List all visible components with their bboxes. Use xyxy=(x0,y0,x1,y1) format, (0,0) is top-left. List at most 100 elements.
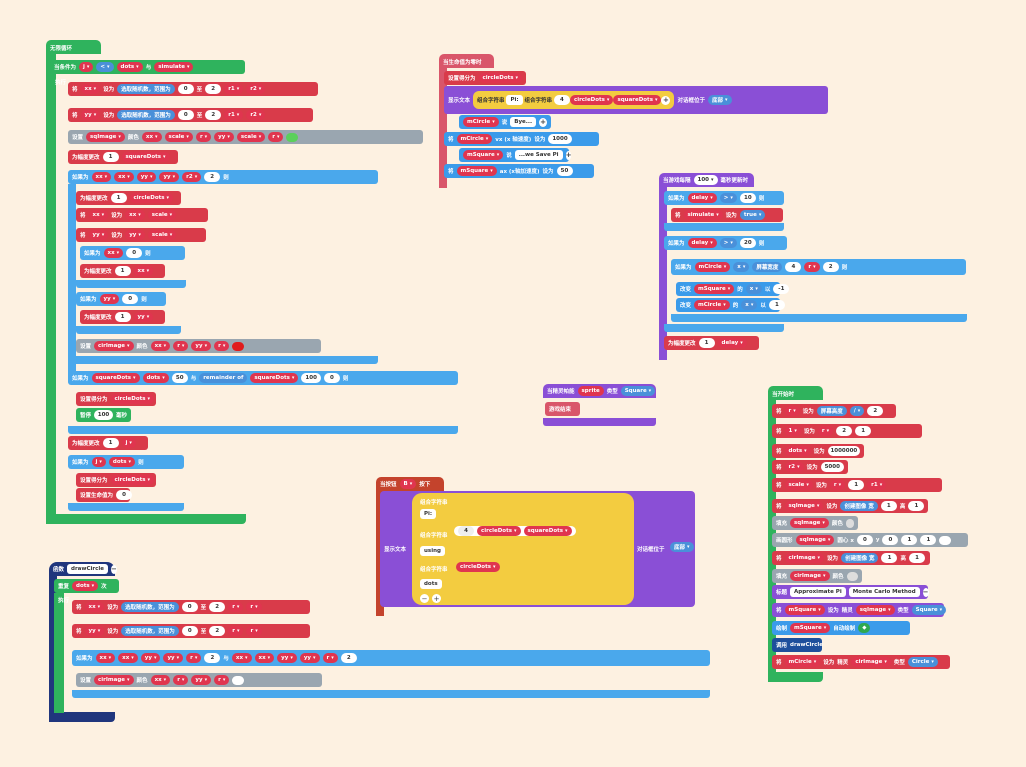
var-xx[interactable]: xx xyxy=(114,172,134,182)
var-msquare[interactable]: mSquare xyxy=(694,284,735,294)
join-block-e[interactable]: 组合字符串 Pi: 组合字符串 4 circleDots squareDots … xyxy=(412,493,634,605)
num-20[interactable]: 20 xyxy=(739,238,756,248)
var-r[interactable]: r xyxy=(829,480,846,490)
var-mcircle[interactable]: mCircle xyxy=(784,657,821,667)
show-text-b[interactable]: 显示文本 组合字符串 Pi: 组合字符串 4 circleDots square… xyxy=(444,86,828,114)
num-1000000[interactable]: 1000000 xyxy=(827,446,860,456)
var-delay[interactable]: delay xyxy=(717,338,747,348)
var-sqimage[interactable]: sqImage xyxy=(790,518,829,528)
var-j[interactable]: j xyxy=(91,457,106,467)
color-swatch-white[interactable] xyxy=(232,675,245,685)
num-0[interactable]: 0 xyxy=(122,294,139,304)
var-xx[interactable]: xx xyxy=(125,210,145,220)
var-squaredots[interactable]: squareDots xyxy=(250,373,299,383)
num-100[interactable]: 100 xyxy=(693,175,718,185)
say-bye[interactable]: mCircle 说 Bye... + xyxy=(459,115,551,129)
num-100[interactable]: 100 xyxy=(94,410,113,420)
while-block[interactable]: 当条件为 j < dots 与 simulate xyxy=(50,60,245,74)
var-scale[interactable]: scale xyxy=(164,132,193,142)
function-name[interactable]: drawCircle xyxy=(67,564,108,574)
var-scale[interactable]: scale xyxy=(784,480,813,490)
var-r[interactable]: r xyxy=(804,262,820,272)
var-msquare[interactable]: mSquare xyxy=(463,150,504,160)
var-1[interactable]: 1 xyxy=(784,426,801,436)
var-r[interactable]: r xyxy=(195,132,212,142)
if-remainder[interactable]: 如果为 squareDots dots 50 与 remainder of sq… xyxy=(68,371,458,385)
set-xx-scale[interactable]: 将 xx 设为 xx scale xyxy=(76,208,208,222)
var-scale[interactable]: scale xyxy=(236,132,266,142)
plus-icon[interactable]: + xyxy=(565,150,572,160)
num-0[interactable]: 0 xyxy=(177,110,194,120)
var-circledots[interactable]: circleDots xyxy=(129,193,174,203)
forever-hat[interactable]: 无限循环 xyxy=(46,40,101,54)
calc-block[interactable]: 4 circleDots squareDots xyxy=(454,526,576,536)
show-title[interactable]: 标题 Approximate Pi Monte Carlo Method − xyxy=(772,585,929,599)
var-cirimage[interactable]: cirImage xyxy=(851,657,891,667)
if-yy-lt-0[interactable]: 如果为 yy 0 则 xyxy=(76,292,166,306)
num-1[interactable]: 1 xyxy=(908,501,925,511)
var-squaredots[interactable]: squareDots xyxy=(121,152,170,162)
var-r[interactable]: r xyxy=(173,675,189,685)
overlap-hat[interactable]: 当精灵帕能 sprite 类型 Square xyxy=(543,384,656,398)
var-yy[interactable]: yy xyxy=(277,653,297,663)
set-msquare[interactable]: 将 mSquare 设为 精灵 sqImage 类型 Square xyxy=(772,603,947,617)
num-50[interactable]: 50 xyxy=(171,373,188,383)
num-0[interactable]: 0 xyxy=(116,490,133,500)
var-mcircle[interactable]: mCircle xyxy=(463,117,499,127)
minus-icon[interactable]: − xyxy=(110,564,117,574)
var-r[interactable]: r xyxy=(214,675,230,685)
random-block[interactable]: 选取随机数，范围为 xyxy=(117,110,175,120)
var-r2[interactable]: r2 xyxy=(784,462,804,472)
set-xx-f[interactable]: 将 xx 设为 选取随机数，范围为 0 至 2 r r xyxy=(72,600,310,614)
num-0[interactable]: 0 xyxy=(177,84,194,94)
var-circledots[interactable]: circleDots xyxy=(456,562,500,572)
kind-square[interactable]: Square xyxy=(620,386,656,396)
var-circledots[interactable]: circleDots xyxy=(110,475,155,485)
call-drawcircle[interactable]: 调用 drawCircle xyxy=(772,638,823,652)
str-save[interactable]: ...we Save Pi xyxy=(514,150,563,160)
num-5000[interactable]: 5000 xyxy=(820,462,844,472)
var-delay[interactable]: delay xyxy=(687,193,717,203)
set-score-b[interactable]: 设置得分为 circleDots xyxy=(444,71,526,85)
var-sqimage[interactable]: sqImage xyxy=(86,132,125,142)
if-xx-lt-0[interactable]: 如果为 xx 0 则 xyxy=(80,246,185,260)
num-1[interactable]: 1 xyxy=(881,553,898,563)
color-swatch-gray[interactable] xyxy=(845,518,854,528)
change-mcircle-x[interactable]: 改变 mCircle 的 x 以 1 xyxy=(676,298,785,312)
num-2[interactable]: 2 xyxy=(340,653,357,663)
num-100[interactable]: 100 xyxy=(301,373,321,383)
var-r[interactable]: r xyxy=(186,653,202,663)
set-score[interactable]: 设置得分为 circleDots xyxy=(76,392,156,406)
var-r2[interactable]: r2 xyxy=(182,172,202,182)
var-mcircle[interactable]: mCircle xyxy=(456,134,493,144)
update-hat[interactable]: 当游戏每隔 100 毫秒更新时 xyxy=(659,173,754,187)
function-hat[interactable]: 函数 drawCircle − xyxy=(49,562,117,576)
set-yy-block[interactable]: 将 yy 设为 选取随机数，范围为 0 至 2 r1 r2 xyxy=(68,108,313,122)
if-inside-circle[interactable]: 如果为 xx xx yy yy r2 2 则 xyxy=(68,170,378,184)
num-neg1[interactable]: -1 xyxy=(773,284,790,294)
var-r[interactable]: r xyxy=(214,341,230,351)
var-sqimage[interactable]: sqImage xyxy=(795,535,835,545)
if-inside-f[interactable]: 如果为 xx xx yy yy r 2 与 xx xx yy yy r 2 xyxy=(72,650,710,666)
op-gt[interactable]: > xyxy=(719,193,737,203)
str-dots[interactable]: dots xyxy=(420,579,442,589)
set-scale[interactable]: 将 scale 设为 r 1 r1 xyxy=(772,478,942,492)
num-4[interactable]: 4 xyxy=(785,262,802,272)
num-1[interactable]: 1 xyxy=(855,426,872,436)
var-xx[interactable]: xx xyxy=(88,210,109,220)
prop-x[interactable]: x xyxy=(741,300,758,310)
num-10[interactable]: 10 xyxy=(739,193,756,203)
game-over[interactable]: 游戏结束 xyxy=(545,402,580,416)
var-r[interactable]: r xyxy=(228,602,244,612)
str-subtitle[interactable]: Monte Carlo Method xyxy=(848,587,920,597)
prop-x[interactable]: x xyxy=(745,284,762,294)
bool-true[interactable]: true xyxy=(739,210,766,220)
num-1[interactable]: 1 xyxy=(768,300,785,310)
var-yy[interactable]: yy xyxy=(136,172,157,182)
str-pi[interactable]: Pi: xyxy=(420,509,437,519)
var-r[interactable]: r xyxy=(784,406,800,416)
var-yy[interactable]: yy xyxy=(88,230,109,240)
var-xx[interactable]: xx xyxy=(231,653,252,663)
set-pixel-cir[interactable]: 设置 cirImage 颜色 xx r yy r xyxy=(76,339,321,353)
var-yy[interactable]: yy xyxy=(191,675,212,685)
